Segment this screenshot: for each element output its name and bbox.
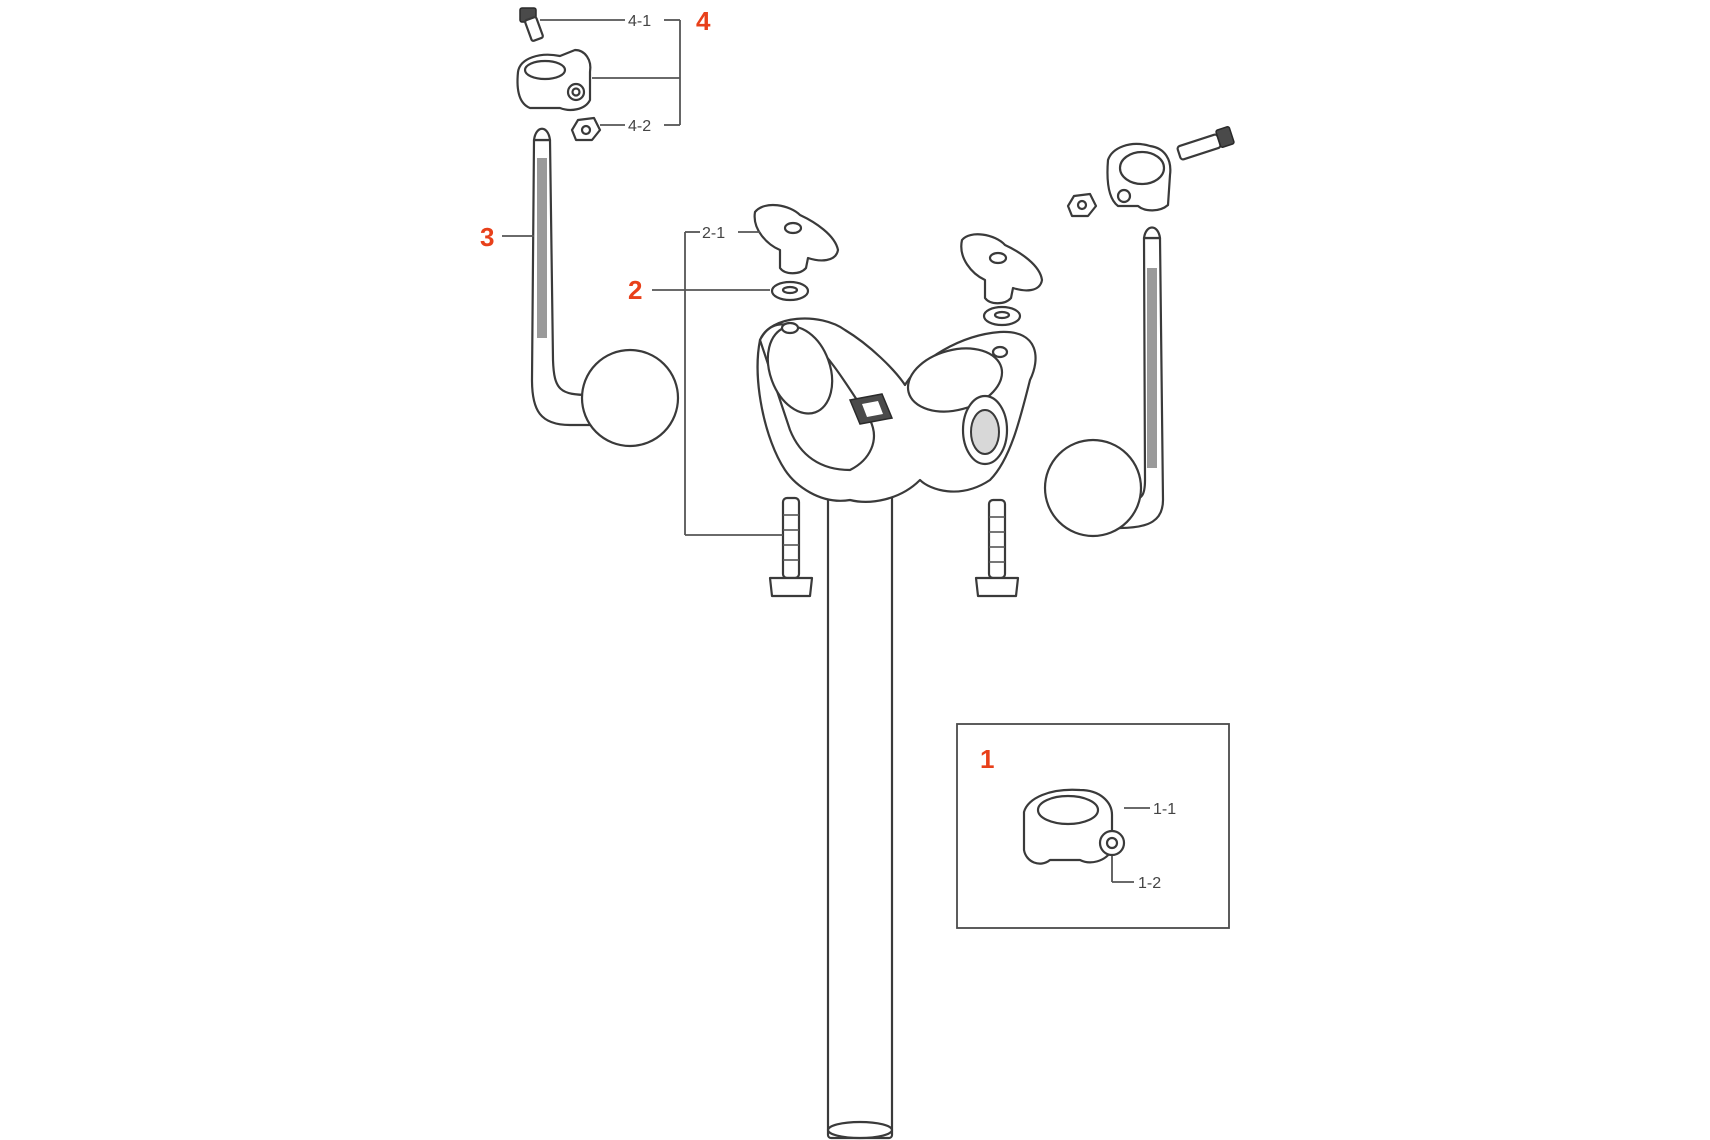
wing-nut-right xyxy=(960,233,1044,305)
washer-left xyxy=(770,280,810,302)
inset-clamp xyxy=(1022,788,1126,865)
top-right-nut xyxy=(1066,192,1098,218)
left-rod-with-ball xyxy=(530,127,680,448)
washer-right xyxy=(982,305,1022,327)
leader-lines xyxy=(502,19,1150,883)
bolt-right xyxy=(974,498,1020,598)
top-left-nut xyxy=(570,116,602,142)
right-rod-with-ball xyxy=(1043,226,1165,538)
top-right-screw xyxy=(1176,126,1235,161)
label-part-1-2: 1-2 xyxy=(1138,875,1161,892)
stem-tube xyxy=(826,468,894,1140)
top-right-clamp xyxy=(1106,142,1172,212)
label-part-2: 2 xyxy=(628,275,642,305)
label-part-1: 1 xyxy=(980,744,994,774)
bolt-left xyxy=(768,496,814,598)
label-part-4: 4 xyxy=(696,6,711,36)
part-labels: 4 4-1 4-2 3 2 2-1 1 1-1 1-2 xyxy=(480,6,1176,892)
label-part-3: 3 xyxy=(480,222,494,252)
wing-nut-left xyxy=(753,203,840,275)
label-part-4-1: 4-1 xyxy=(628,13,651,30)
center-clamp-body xyxy=(756,317,1037,503)
label-part-2-1: 2-1 xyxy=(702,225,725,242)
brand-logo-badge xyxy=(848,393,894,425)
top-left-clamp xyxy=(516,48,592,111)
label-part-4-2: 4-2 xyxy=(628,118,651,135)
inset-box-part-1 xyxy=(956,723,1230,929)
top-left-screw xyxy=(519,7,544,42)
label-part-1-1: 1-1 xyxy=(1153,801,1176,818)
